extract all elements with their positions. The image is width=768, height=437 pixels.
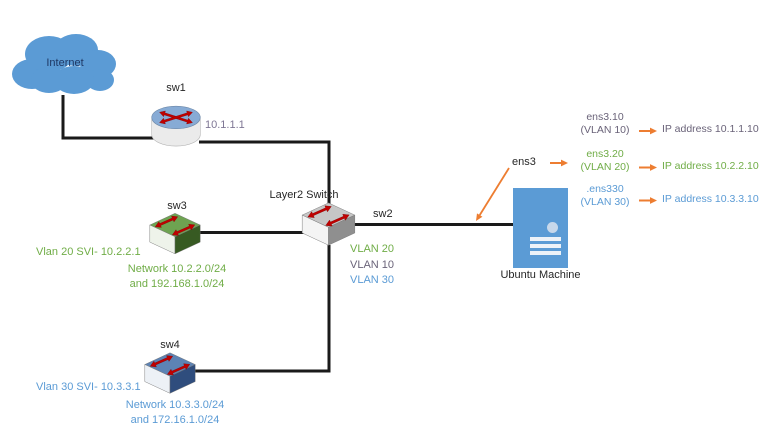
- ens3-label: ens3: [512, 156, 536, 168]
- power-button-dot: [547, 222, 558, 233]
- subinterface-name: .ens330: [586, 183, 624, 195]
- arrow-vlan30-ip: [639, 197, 657, 204]
- subinterface-row-vlan20: ens3.20 (VLAN 20): [577, 148, 633, 174]
- internet-label: Internet: [46, 57, 84, 69]
- ens3-pointer-arrow: [476, 167, 510, 221]
- vent-bar: [530, 237, 561, 241]
- subinterface-vlan: (VLAN 20): [580, 161, 630, 173]
- layer2-switch-icon: [301, 202, 356, 246]
- subinterface-name: ens3.20: [586, 148, 624, 160]
- sw4-network-line2: and 172.16.1.0/24: [130, 413, 220, 426]
- internet-cloud-icon: [12, 34, 116, 94]
- ens3-right-arrow: [550, 159, 568, 167]
- subinterface-ip-vlan20: IP address 10.2.2.10: [662, 160, 759, 172]
- sw3-network-line1: Network 10.2.2.0/24: [127, 263, 227, 275]
- sw4-network-line1: Network 10.3.3.0/24: [125, 399, 225, 411]
- sw4-svi-label: Vlan 30 SVI- 10.3.3.1: [36, 381, 141, 393]
- subinterface-vlan: (VLAN 10): [580, 124, 630, 136]
- subinterface-ip-vlan30: IP address 10.3.3.10: [662, 193, 759, 205]
- connector-sw1-layer2switch: [199, 140, 331, 207]
- subinterface-row-vlan10: ens3.10 (VLAN 10): [577, 111, 633, 137]
- switch-sw3-icon: [149, 213, 201, 255]
- subinterface-vlan: (VLAN 30): [580, 196, 630, 208]
- sw4-networks: Network 10.3.3.0/24 and 172.16.1.0/24: [122, 398, 228, 427]
- sw2-label: sw2: [373, 208, 393, 220]
- subinterface-ip-vlan10: IP address 10.1.1.10: [662, 123, 759, 135]
- vlan-10-label: VLAN 10: [350, 258, 395, 271]
- arrow-vlan10-ip: [639, 127, 657, 135]
- router-sw1-icon: [151, 105, 201, 147]
- vlan-30-label: VLAN 30: [350, 274, 395, 286]
- connector-internet-sw1: [61, 95, 160, 140]
- sw3-label: sw3: [167, 200, 187, 212]
- subinterface-name: ens3.10: [586, 111, 624, 123]
- sw4-label: sw4: [160, 339, 180, 351]
- vent-bar: [530, 251, 561, 255]
- vent-bar: [530, 244, 561, 248]
- ubuntu-machine-icon: [513, 188, 568, 268]
- sw1-ip-label: 10.1.1.1: [205, 119, 245, 131]
- vlan-20-label: VLAN 20: [350, 243, 395, 255]
- sw3-networks: Network 10.2.2.0/24 and 192.168.1.0/24: [124, 262, 230, 291]
- layer2-switch-title: Layer2 Switch: [269, 189, 339, 201]
- sw3-network-line2: and 192.168.1.0/24: [129, 277, 225, 290]
- sw3-svi-label: Vlan 20 SVI- 10.2.2.1: [36, 246, 141, 258]
- ubuntu-label: Ubuntu Machine: [500, 269, 581, 281]
- subinterface-row-vlan30: .ens330 (VLAN 30): [577, 183, 633, 209]
- arrow-vlan20-ip: [639, 164, 657, 171]
- switch-sw4-icon: [144, 352, 196, 394]
- sw1-label: sw1: [166, 82, 186, 94]
- connector-layer2switch-sw4: [192, 245, 331, 373]
